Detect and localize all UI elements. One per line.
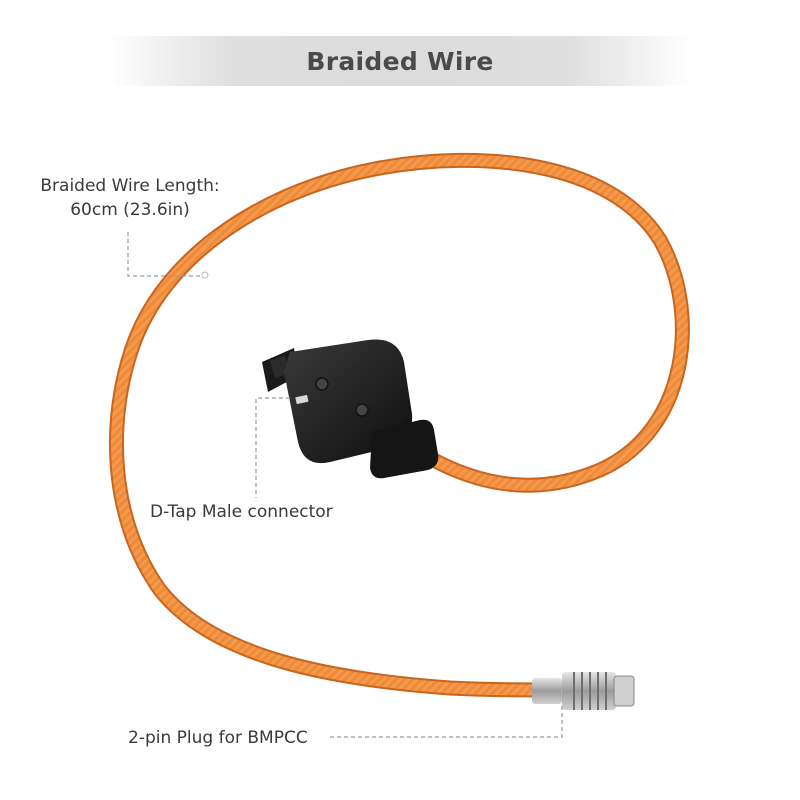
title-banner: Braided Wire [108, 36, 692, 86]
bmpcc-plug [532, 672, 635, 710]
length-callout-line2: 60cm (23.6in) [70, 200, 190, 220]
page-title: Braided Wire [306, 46, 494, 76]
screw-icon [315, 377, 329, 391]
leader-lines [127, 232, 563, 738]
plug-callout: 2-pin Plug for BMPCC [128, 728, 308, 748]
length-callout-line1: Braided Wire Length: [40, 176, 220, 196]
dtap-connector [262, 339, 439, 479]
braided-cable [108, 152, 690, 698]
screw-icon [355, 403, 369, 417]
length-callout: Braided Wire Length: 60cm (23.6in) [30, 174, 230, 222]
dtap-callout: D-Tap Male connector [150, 502, 333, 522]
